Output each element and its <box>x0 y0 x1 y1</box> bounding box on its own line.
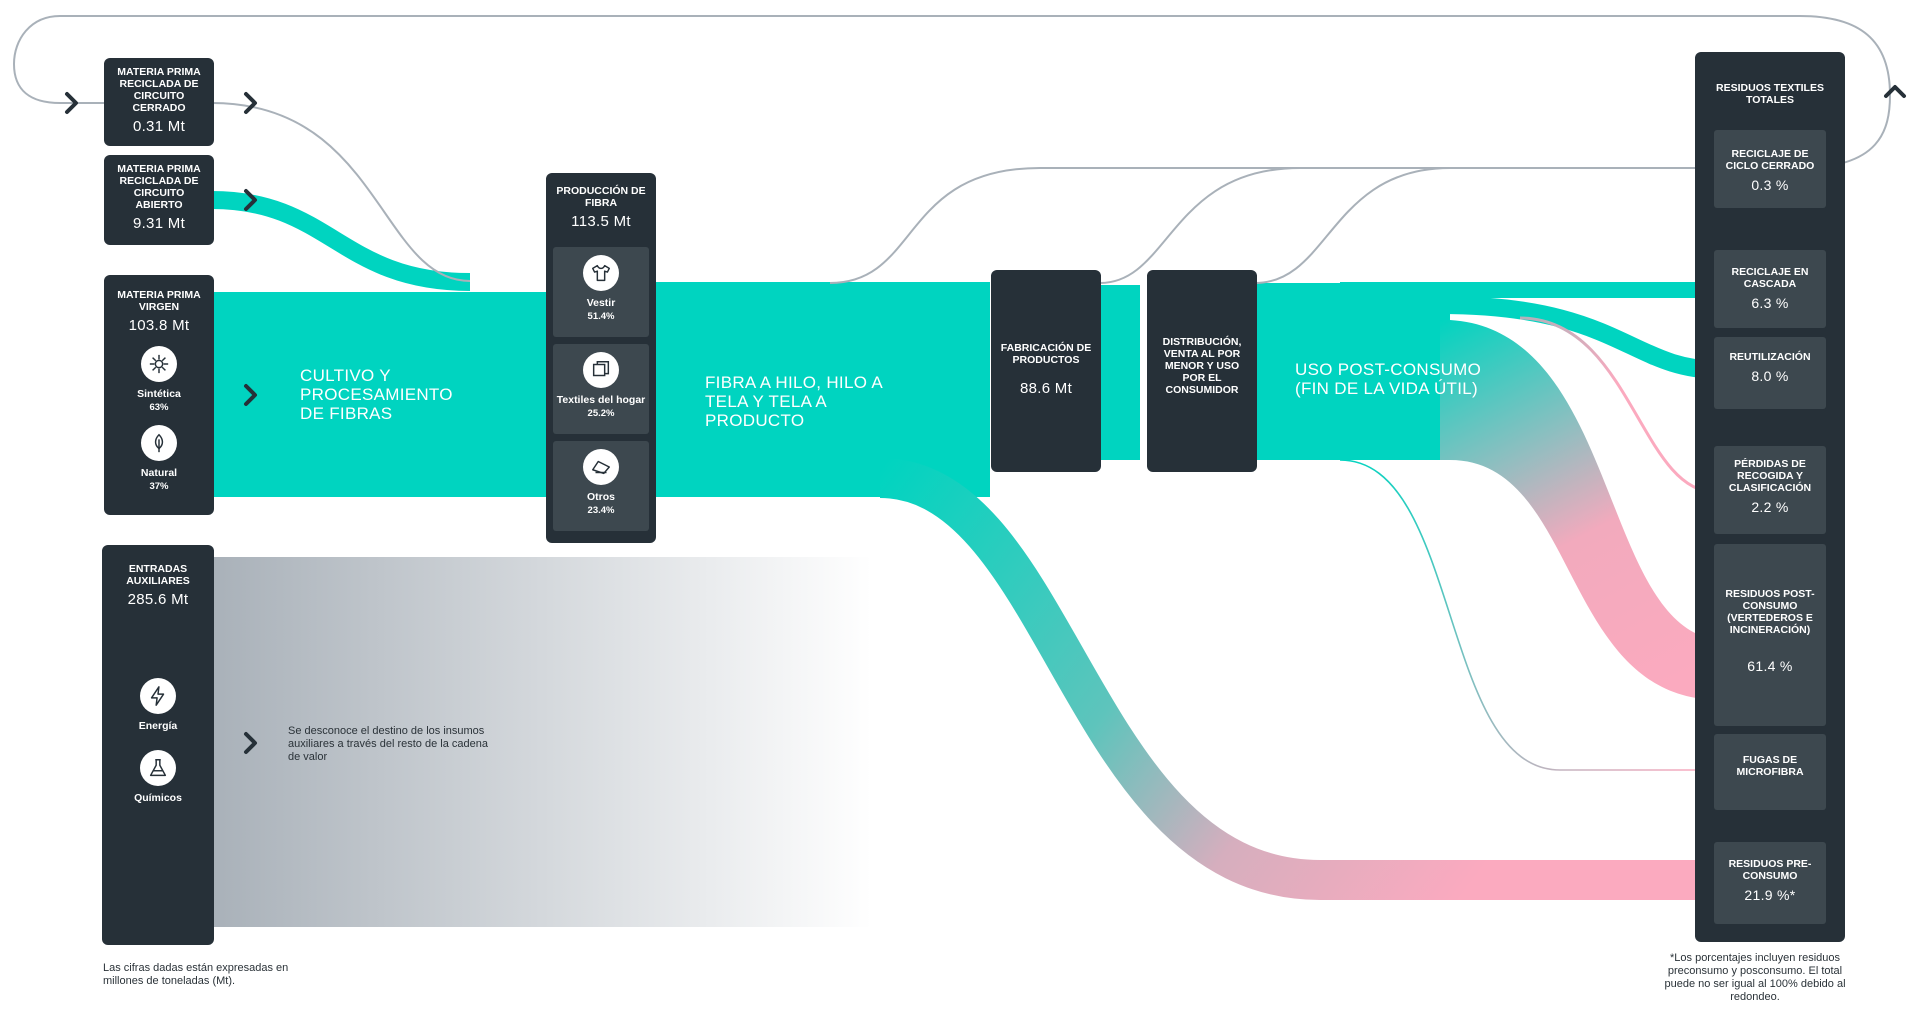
natural-pct: 37% <box>149 481 169 492</box>
distribution-box: Distribución, venta al por menor y uso p… <box>1147 270 1257 472</box>
auxiliary-input-value: 285.6 Mt <box>127 591 189 608</box>
home-cell: Textiles del hogar 25.2% <box>553 344 649 434</box>
synthetic-icon <box>141 346 177 382</box>
closed-loop-recycling-line-3 <box>1254 167 1451 284</box>
fiber-production-title: Producción de fibra <box>556 185 646 209</box>
leaf-icon <box>141 425 177 461</box>
microfiber-title: Fugas de microfibra <box>1736 754 1804 778</box>
fiber-production-value: 113.5 Mt <box>571 213 631 230</box>
lightning-icon <box>140 678 176 714</box>
manufacturing-value: 88.6 Mt <box>1019 380 1073 397</box>
cascade-recycling-value: 6.3 % <box>1751 295 1789 311</box>
apparel-label: Vestir <box>586 297 616 309</box>
distribution-title: Distribución, venta al por menor y uso p… <box>1162 336 1242 396</box>
post-consumer-waste-cell: Residuos post-consumo (vertederos e inci… <box>1714 544 1826 726</box>
apparel-pct: 51.4% <box>587 311 615 322</box>
closed-loop-recycling-line-2 <box>1099 167 1301 284</box>
footnote: *Los porcentajes incluyen residuos preco… <box>1664 952 1846 1003</box>
collection-losses-cell: Pérdidas de recogida y clasificación 2.2… <box>1714 446 1826 534</box>
other-cell: Otros 23.4% <box>553 441 649 531</box>
reuse-cell: Reutilización 8.0 % <box>1714 337 1826 409</box>
closed-loop-recycling-cell: Reciclaje de ciclo cerrado 0.3 % <box>1714 130 1826 208</box>
closed-loop-recycling-value: 0.3 % <box>1751 177 1789 193</box>
closed-loop-recycling-title: Reciclaje de ciclo cerrado <box>1725 148 1815 172</box>
energy-label: Energía <box>138 720 178 732</box>
fiber-production-box: Producción de fibra 113.5 Mt Vestir 51.4… <box>546 173 656 543</box>
manufacturing-box: Fabricación de productos 88.6 Mt <box>991 270 1101 472</box>
cascade-recycling-cell: Reciclaje en cascada 6.3 % <box>1714 250 1826 328</box>
post-consumer-waste-title: Residuos post-consumo (vertederos e inci… <box>1725 588 1815 636</box>
closed-loop-recycling-line-1 <box>829 167 1710 284</box>
pre-consumer-waste-value: 21.9 %* <box>1744 887 1796 903</box>
apparel-cell: Vestir 51.4% <box>553 247 649 337</box>
recycle-loop <box>12 15 1892 169</box>
virgin-flow <box>212 292 558 497</box>
collection-loss-flow <box>1519 316 1716 494</box>
open-loop-input-value: 9.31 Mt <box>132 215 186 232</box>
other-label: Otros <box>586 491 615 503</box>
flask-icon <box>140 750 176 786</box>
post-consumer-use-flow-2 <box>1340 283 1450 460</box>
closed-loop-input-box: Materia prima reciclada de circuito cerr… <box>104 58 214 146</box>
pre-consumer-waste-cell: Residuos pre-consumo 21.9 %* <box>1714 842 1826 924</box>
post-consumer-waste-value: 61.4 % <box>1747 658 1793 674</box>
virgin-input-value: 103.8 Mt <box>128 317 190 334</box>
pre-consumer-waste-title: Residuos pre-consumo <box>1728 858 1812 882</box>
reuse-flow <box>1439 296 1721 379</box>
virgin-input-title: Materia prima virgen <box>117 289 201 313</box>
units-note: Las cifras dadas están expresadas en mil… <box>103 962 289 987</box>
open-loop-input-box: Materia prima reciclada de circuito abie… <box>104 155 214 245</box>
home-textiles-icon <box>583 352 619 388</box>
chevron-icon <box>65 85 1906 754</box>
microfiber-flow <box>1339 459 1710 771</box>
total-waste-box: Residuos textiles totales Reciclaje de c… <box>1695 52 1845 942</box>
auxiliary-note: Se desconoce el destino de los insumos a… <box>288 725 488 763</box>
collection-losses-title: Pérdidas de recogida y clasificación <box>1728 458 1812 494</box>
virgin-input-box: Materia prima virgen 103.8 Mt Sintética … <box>104 275 214 515</box>
collection-losses-value: 2.2 % <box>1751 499 1789 515</box>
closed-loop-input-title: Materia prima reciclada de circuito cerr… <box>117 66 201 114</box>
stage-post-consumer: Uso post-consumo (fin de la vida útil) <box>1295 360 1482 398</box>
pre-consumer-flow <box>878 458 1710 900</box>
post-consumer-use-flow <box>1248 283 1348 460</box>
microfiber-cell: Fugas de microfibra <box>1714 734 1826 810</box>
synthetic-label: Sintética <box>137 388 181 400</box>
fiber-to-product-flow <box>650 282 990 497</box>
open-loop-input-title: Materia prima reciclada de circuito abie… <box>117 163 201 211</box>
home-pct: 25.2% <box>587 408 615 419</box>
total-waste-title: Residuos textiles totales <box>1716 82 1824 106</box>
other-pct: 23.4% <box>587 505 615 516</box>
post-consumer-waste-flow <box>1440 320 1720 700</box>
stage-fiber-to-product: Fibra a hilo, hilo a tela y tela a produ… <box>705 373 883 430</box>
closed-loop-input-value: 0.31 Mt <box>132 118 186 135</box>
reuse-value: 8.0 % <box>1751 368 1789 384</box>
natural-label: Natural <box>140 467 178 479</box>
manufacturing-title: Fabricación de productos <box>1000 342 1092 366</box>
auxiliary-input-box: Entradas auxiliares 285.6 Mt Energía Quí… <box>102 545 214 945</box>
auxiliary-flow <box>212 557 872 927</box>
stage-cultivation: Cultivo y procesamiento de fibras <box>300 366 453 423</box>
synthetic-pct: 63% <box>149 402 169 413</box>
home-label: Textiles del hogar <box>556 394 646 406</box>
other-textiles-icon <box>583 449 619 485</box>
cascade-recycling-title: Reciclaje en cascada <box>1731 266 1809 290</box>
auxiliary-input-title: Entradas auxiliares <box>126 563 190 587</box>
closed-loop-flow <box>211 102 471 282</box>
reuse-title: Reutilización <box>1729 351 1811 363</box>
open-loop-flow <box>211 191 471 291</box>
chemicals-label: Químicos <box>134 792 182 804</box>
tshirt-icon <box>583 255 619 291</box>
